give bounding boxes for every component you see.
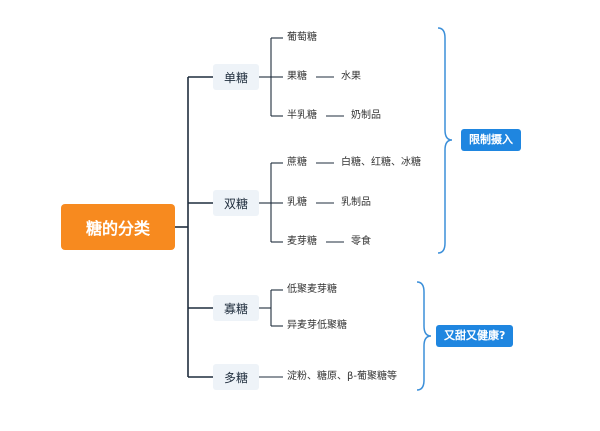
leaf-node: 蔗糖 (287, 157, 307, 168)
leaf-node: 麦芽糖 (287, 236, 317, 247)
sub-leaf-node: 奶制品 (351, 110, 381, 121)
sub-leaf-node: 乳制品 (341, 197, 371, 208)
sub-leaf-node: 零食 (351, 236, 371, 247)
leaf-node: 低聚麦芽糖 (287, 284, 337, 295)
leaf-node: 果糖 (287, 71, 307, 82)
category-monosaccharide: 单糖 (213, 64, 259, 90)
connector-lines (175, 76, 213, 378)
leaf-node: 淀粉、糖原、β-葡聚糖等 (287, 371, 397, 382)
leaf-node: 乳糖 (287, 197, 307, 208)
root-node: 糖的分类 (61, 204, 175, 250)
leaf-node: 葡萄糖 (287, 32, 317, 43)
sub-leaf-node: 白糖、红糖、冰糖 (341, 157, 421, 168)
sub-leaf-node: 水果 (341, 71, 361, 82)
category-polysaccharide: 多糖 (213, 364, 259, 390)
category-oligosaccharide: 寡糖 (213, 295, 259, 321)
bracket-sweet-healthy (416, 281, 432, 391)
leaf-node: 异麦芽低聚糖 (287, 320, 347, 331)
bracket-limit-intake (437, 27, 453, 254)
leaf-node: 半乳糖 (287, 110, 317, 121)
tag-limit-intake: 限制摄入 (461, 129, 521, 151)
tag-sweet-healthy: 又甜又健康? (436, 325, 514, 347)
category-disaccharide: 双糖 (213, 190, 259, 216)
